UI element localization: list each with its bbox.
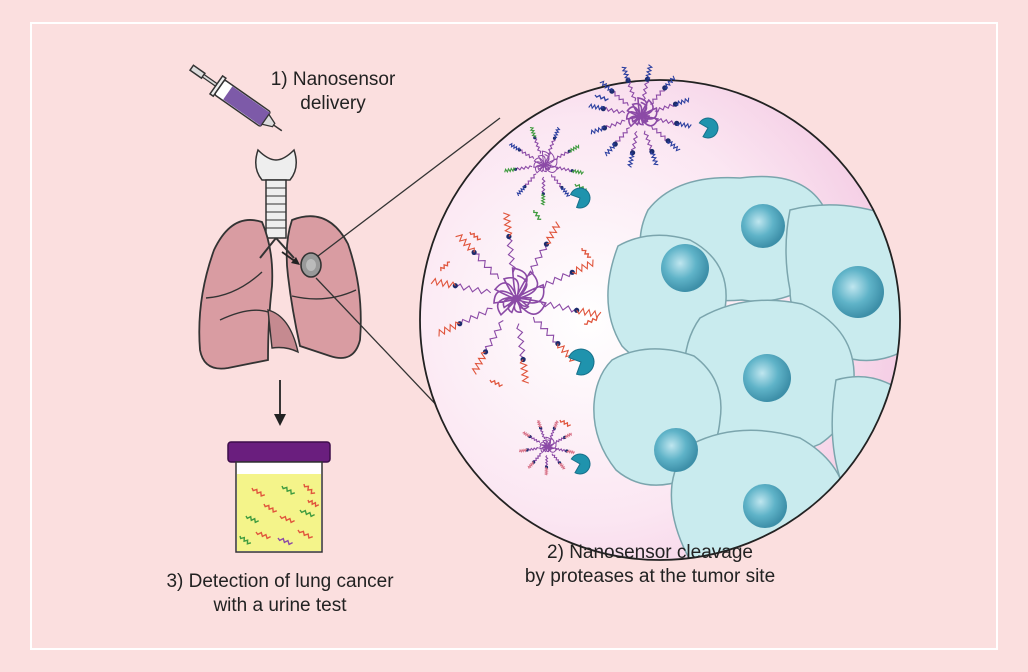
urine-peptide-icon	[239, 535, 252, 545]
figure-frame	[30, 22, 998, 650]
nanosensor-icon	[504, 126, 584, 206]
urine-peptide-icon	[299, 509, 315, 518]
nuclei	[654, 204, 884, 528]
nanosensor-icon	[430, 212, 602, 384]
urine-peptide-icon	[307, 499, 320, 508]
nucleus-icon	[661, 244, 709, 292]
arrow-to-tumor-icon	[281, 251, 300, 265]
nucleus-icon	[832, 266, 884, 318]
nucleus-icon	[741, 204, 785, 248]
step-3-line-2: with a urine test	[213, 595, 347, 616]
step-2-label: 2) Nanosensor cleavage by proteases at t…	[470, 541, 830, 589]
urine-peptide-icon	[255, 531, 271, 540]
step-3-line-1: 3) Detection of lung cancer	[166, 571, 394, 592]
protease-icon	[568, 348, 595, 376]
tumor-cell-icon	[831, 375, 900, 521]
zoom-line-top	[317, 117, 501, 257]
step-3-label: 3) Detection of lung cancer with a urine…	[130, 570, 430, 618]
lungs-icon	[198, 148, 362, 370]
step-2-line-1: 2) Nanosensor cleavage	[547, 542, 753, 563]
step-1-line-1: 1) Nanosensor	[270, 69, 396, 90]
step-1-label: 1) Nanosensor delivery	[248, 68, 418, 116]
urine-peptide-icon	[245, 515, 259, 524]
urine-peptide-icon	[263, 503, 278, 513]
urine-peptide-icon	[279, 515, 295, 524]
protease-icon	[698, 117, 719, 139]
syringe-icon	[188, 64, 283, 132]
protease-icon	[570, 453, 591, 475]
arrow-down-icon	[274, 380, 286, 426]
urine-peptide-icon	[297, 529, 313, 539]
step-2-line-2: by proteases at the tumor site	[524, 566, 776, 587]
urine-cup-icon	[227, 441, 331, 553]
urine-peptide-icon	[251, 487, 266, 497]
nucleus-icon	[654, 428, 698, 472]
zoom-circle	[419, 64, 901, 561]
protease-icon	[569, 187, 591, 209]
urine-peptide-icon	[277, 537, 293, 546]
tumor-icon	[300, 252, 322, 278]
nanosensor-icon	[518, 420, 576, 476]
urine-peptide-icon	[281, 485, 296, 495]
nucleus-icon	[743, 354, 791, 402]
nucleus-icon	[743, 484, 787, 528]
urine-peptide-icon	[303, 483, 316, 495]
step-1-line-2: delivery	[300, 93, 366, 114]
nanosensor-icon	[588, 64, 692, 168]
